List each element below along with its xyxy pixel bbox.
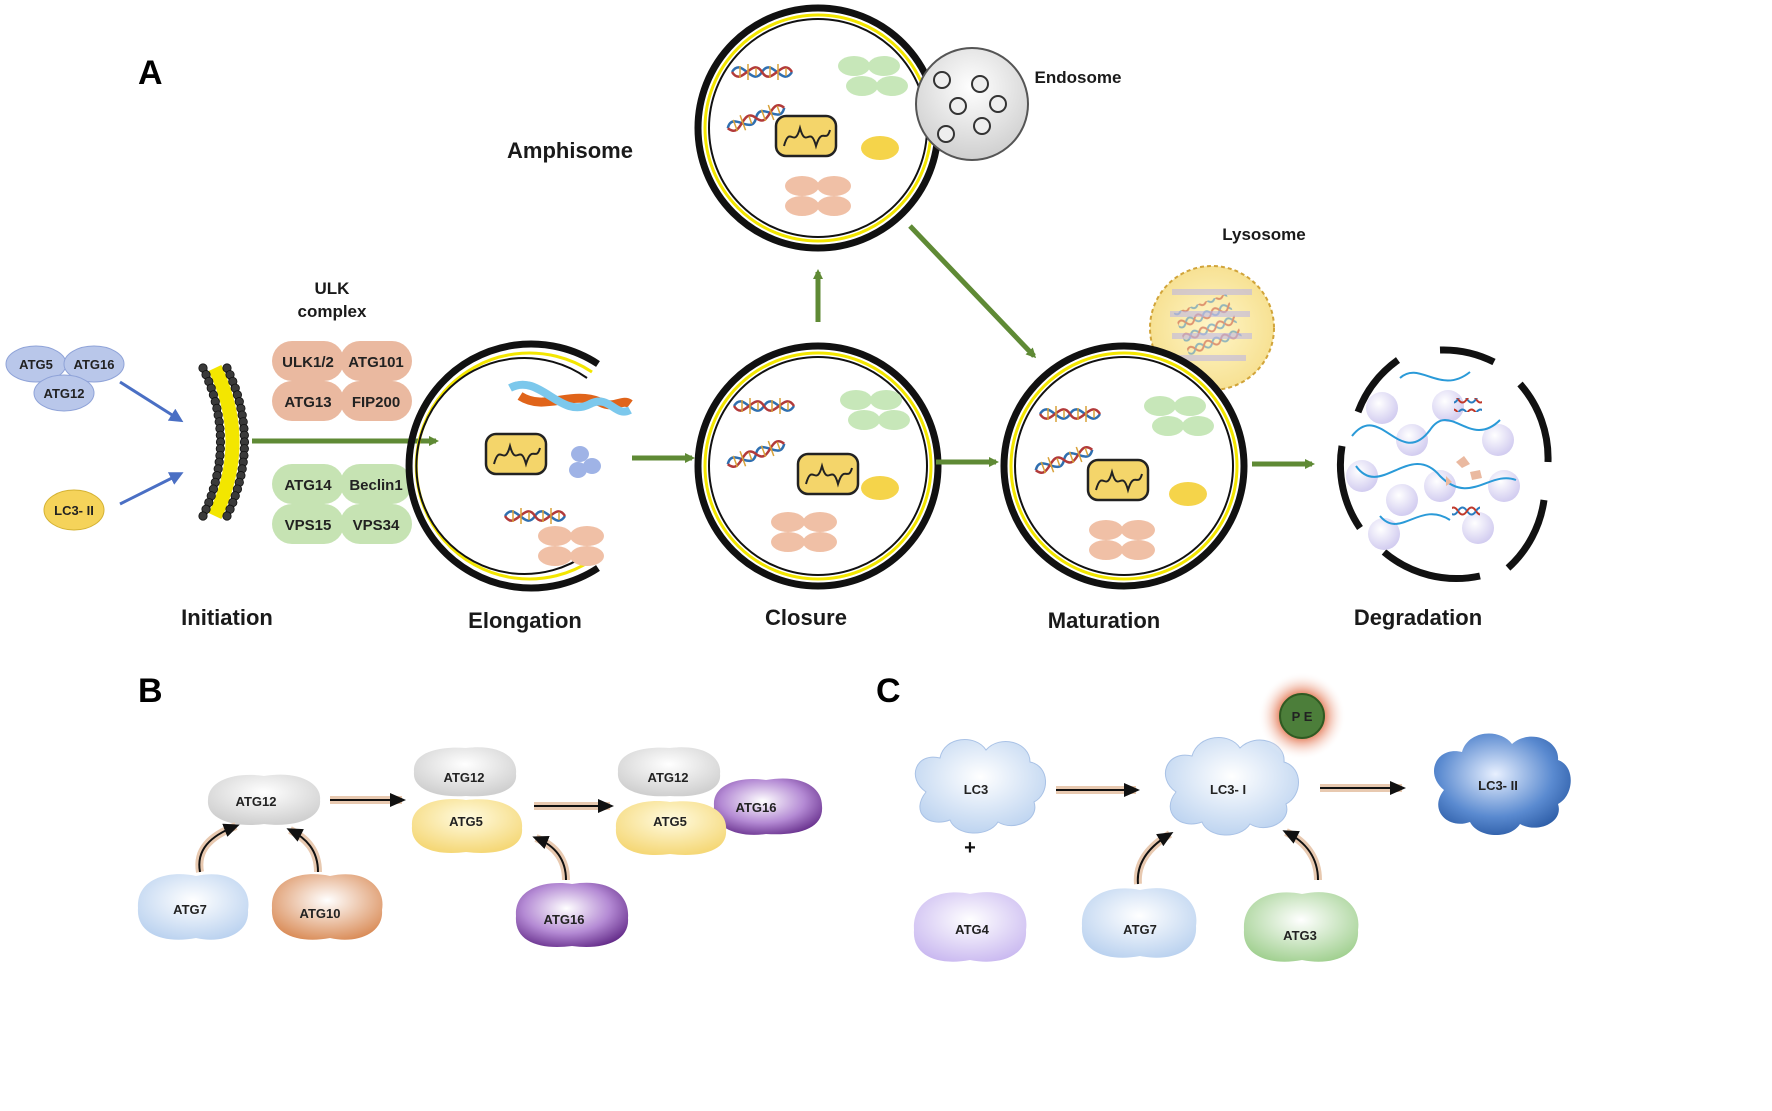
b-atg7-label: ATG7 bbox=[173, 902, 207, 917]
ulk-protein-2: ATG101 bbox=[348, 354, 404, 371]
b-atg10-label: ATG10 bbox=[300, 906, 341, 921]
pi3k-protein-2: Beclin1 bbox=[349, 477, 402, 494]
lc3-ii-cloud: LC3- II bbox=[1433, 733, 1571, 836]
atg12-atg5-atg16-complex: ATG12 ATG5 ATG16 bbox=[615, 747, 823, 855]
pi3k-protein-1: ATG14 bbox=[284, 477, 332, 494]
c-pe-label: P E bbox=[1292, 709, 1313, 724]
closure-autophagosome-icon bbox=[698, 346, 938, 586]
b-atg12-label: ATG12 bbox=[236, 794, 277, 809]
label-initiation: Initiation bbox=[181, 605, 273, 630]
label-amphisome: Amphisome bbox=[507, 138, 633, 163]
panel-letter-a: A bbox=[138, 54, 163, 92]
atg16-label: ATG16 bbox=[74, 357, 115, 372]
lc3-ii-label: LC3- II bbox=[54, 503, 94, 518]
atg5-label: ATG5 bbox=[19, 357, 53, 372]
maturation-autolysosome-icon bbox=[1004, 346, 1244, 586]
arrow-lc3-to-membrane bbox=[119, 472, 184, 506]
amphisome-icon bbox=[698, 8, 938, 248]
lc3-ii-input: LC3- II bbox=[43, 489, 105, 531]
c-arrow-atg3 bbox=[1282, 830, 1319, 881]
ulk-title-line1: ULK bbox=[315, 279, 351, 298]
degradation-icon bbox=[1336, 346, 1552, 583]
panel-letter-b: B bbox=[138, 672, 163, 710]
atg-complex-cluster: ATG5 ATG16 ATG12 bbox=[5, 345, 125, 412]
lipid-head bbox=[198, 511, 208, 521]
panel-letter-c: C bbox=[876, 672, 901, 710]
lipid-head bbox=[222, 511, 232, 521]
lc3-i-cloud: LC3- I bbox=[1164, 737, 1299, 836]
b-conj2-atg12-label: ATG12 bbox=[648, 770, 689, 785]
ulk-complex: ULK1/2 ATG101 ATG13 FIP200 bbox=[272, 341, 412, 421]
pi3k-complex: ATG14 Beclin1 VPS15 VPS34 bbox=[272, 464, 412, 544]
b-conj1-atg5-label: ATG5 bbox=[449, 814, 483, 829]
ulk-protein-4: FIP200 bbox=[352, 394, 400, 411]
ulk-title-line2: complex bbox=[298, 302, 368, 321]
lc3-cloud: LC3 bbox=[914, 739, 1046, 834]
arrow-atg-to-membrane bbox=[119, 380, 184, 423]
atg7-b: ATG7 bbox=[137, 874, 249, 940]
c-lc3-label: LC3 bbox=[964, 782, 989, 797]
ulk-protein-3: ATG13 bbox=[284, 394, 331, 411]
b-arrow-atg7 bbox=[198, 823, 240, 873]
label-lysosome: Lysosome bbox=[1222, 225, 1305, 244]
atg4-c: ATG4 bbox=[913, 892, 1027, 962]
c-atg3-label: ATG3 bbox=[1283, 928, 1317, 943]
c-plus-sign: + bbox=[964, 837, 976, 859]
b-atg16-label: ATG16 bbox=[544, 912, 585, 927]
c-lc3-i-label: LC3- I bbox=[1210, 782, 1246, 797]
atg7-c: ATG7 bbox=[1081, 888, 1197, 958]
label-degradation: Degradation bbox=[1354, 605, 1482, 630]
atg10-b: ATG10 bbox=[271, 874, 383, 940]
pi3k-protein-3: VPS15 bbox=[285, 517, 332, 534]
phagophore-membrane-icon bbox=[198, 363, 250, 521]
label-elongation: Elongation bbox=[468, 608, 582, 633]
atg12-label: ATG12 bbox=[44, 386, 85, 401]
c-atg7-label: ATG7 bbox=[1123, 922, 1157, 937]
c-atg4-label: ATG4 bbox=[955, 922, 989, 937]
endosome-icon bbox=[915, 47, 1029, 161]
label-maturation: Maturation bbox=[1048, 608, 1160, 633]
elongation-phagophore-icon bbox=[405, 340, 633, 592]
atg12-atg5-conjugate: ATG12 ATG5 bbox=[411, 747, 523, 853]
pe-icon: P E bbox=[1258, 672, 1346, 760]
label-closure: Closure bbox=[765, 605, 847, 630]
c-lc3-ii-label: LC3- II bbox=[1478, 778, 1518, 793]
c-arrow-atg7 bbox=[1136, 831, 1174, 885]
arrow-amphisome-to-maturation bbox=[908, 224, 1037, 359]
atg16-b-free: ATG16 bbox=[515, 882, 629, 947]
label-endosome: Endosome bbox=[1035, 68, 1122, 87]
pi3k-protein-4: VPS34 bbox=[353, 517, 400, 534]
b-conj2-atg5-label: ATG5 bbox=[653, 814, 687, 829]
ulk-protein-1: ULK1/2 bbox=[282, 354, 334, 371]
atg12-free: ATG12 bbox=[207, 774, 321, 825]
b-conj2-atg16-label: ATG16 bbox=[736, 800, 777, 815]
b-arrow-atg10 bbox=[286, 828, 319, 873]
b-conj1-atg12-label: ATG12 bbox=[444, 770, 485, 785]
b-arrow-atg16 bbox=[532, 835, 567, 881]
atg3-c: ATG3 bbox=[1243, 892, 1359, 962]
